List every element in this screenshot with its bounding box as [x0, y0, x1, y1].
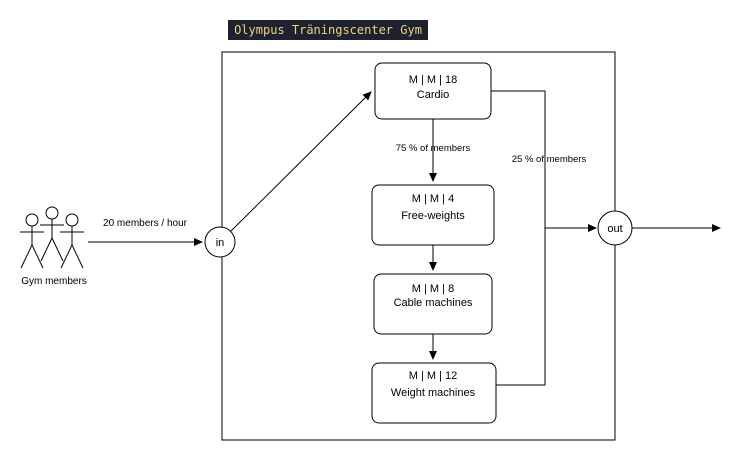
routing-out-label: 25 % of members	[512, 154, 587, 165]
station-free-weights: M | M | 4 Free-weights	[371, 184, 495, 246]
in-node	[204, 226, 236, 258]
in-node-label: in	[216, 237, 225, 249]
edge-in-to-cardio	[230, 91, 372, 232]
station-weight-machines: M | M | 12 Weight machines	[371, 362, 497, 424]
out-node-label: out	[607, 223, 622, 235]
station-cable-machines-name: Cable machines	[394, 297, 473, 309]
arrival-rate-label: 20 members / hour	[103, 218, 188, 229]
station-cardio-model: M | M | 18	[409, 74, 458, 86]
station-weight-machines-model: M | M | 12	[409, 370, 458, 382]
station-free-weights-model: M | M | 4	[412, 193, 454, 205]
edge-cardio-to-junction	[491, 90, 546, 228]
edge-weight-machines-to-junction	[496, 228, 546, 386]
actor-label: Gym members	[21, 276, 87, 287]
stick-figure-group-icon	[20, 206, 84, 269]
diagram-title: Olympus Träningscenter Gym	[228, 20, 428, 40]
station-cardio-name: Cardio	[417, 89, 449, 101]
routing-free-weights-label: 75 % of members	[396, 143, 471, 154]
station-cardio: M | M | 18 Cardio	[374, 62, 492, 120]
station-weight-machines-name: Weight machines	[391, 387, 476, 399]
station-free-weights-name: Free-weights	[401, 210, 465, 222]
station-cable-machines-model: M | M | 8	[412, 283, 454, 295]
station-cable-machines: M | M | 8 Cable machines	[373, 273, 493, 335]
